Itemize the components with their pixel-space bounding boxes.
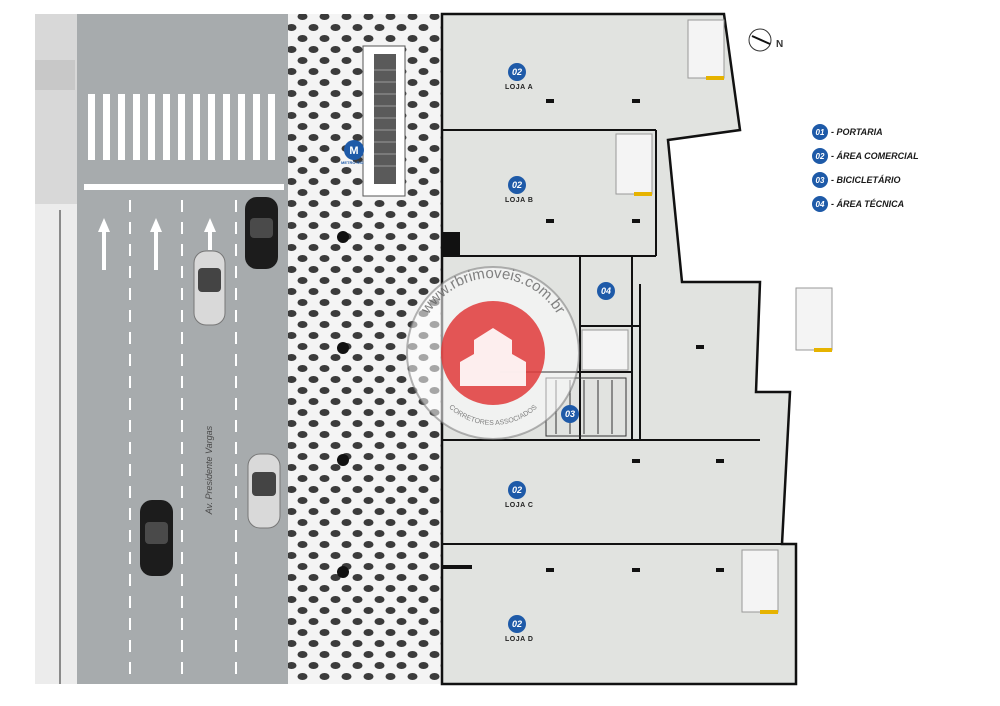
car-silver-1 [193,250,226,326]
legend-badge: 02 [812,148,828,164]
legend-badge: 01 [812,124,828,140]
interior-walls [442,129,782,545]
north-arrow [748,28,772,52]
legend-text: - ÁREA COMERCIAL [831,151,919,161]
store-b-badge: 02 [508,176,526,194]
stairs [581,19,833,613]
car-silver-2 [247,453,281,529]
columns [442,99,724,572]
stop-line [84,184,284,190]
lane-arrows [98,218,216,270]
north-label: N [776,39,784,50]
bike-storage-badge: 03 [561,405,579,423]
legend-badge: 03 [812,172,828,188]
legend-item: 04 - ÁREA TÉCNICA [812,192,919,216]
metro-pin-icon: M [344,140,364,160]
car-dark-2 [140,500,173,576]
technical-area-badge: 04 [597,282,615,300]
svg-text:M: M [349,145,358,157]
store-b-label: LOJA B [505,197,534,204]
legend-text: - PORTARIA [831,127,883,137]
lane-markings [129,200,237,684]
legend-item: 02 - ÁREA COMERCIAL [812,144,919,168]
store-a-badge: 02 [508,63,526,81]
road [77,14,288,684]
stair-markers [634,76,832,614]
street-name: Av. Presidente Vargas [204,425,214,515]
store-d-badge: 02 [508,615,526,633]
store-d-label: LOJA D [505,636,534,643]
left-building [35,14,77,684]
legend-badge: 04 [812,196,828,212]
store-c-label: LOJA C [505,502,534,509]
watermark-logo: www.rbrimoveis.com.br CORRETORES ASSOCIA… [406,265,580,440]
legend-text: - ÁREA TÉCNICA [831,199,905,209]
metro-label: METRÔ RIO [341,160,364,165]
car-dark-1 [245,197,278,269]
legend-text: - BICICLETÁRIO [831,175,901,185]
store-c-badge: 02 [508,481,526,499]
legend: 01 - PORTARIA 02 - ÁREA COMERCIAL 03 - B… [812,120,919,216]
legend-item: 03 - BICICLETÁRIO [812,168,919,192]
legend-item: 01 - PORTARIA [812,120,919,144]
crosswalk [88,94,275,160]
store-a-label: LOJA A [505,84,534,91]
